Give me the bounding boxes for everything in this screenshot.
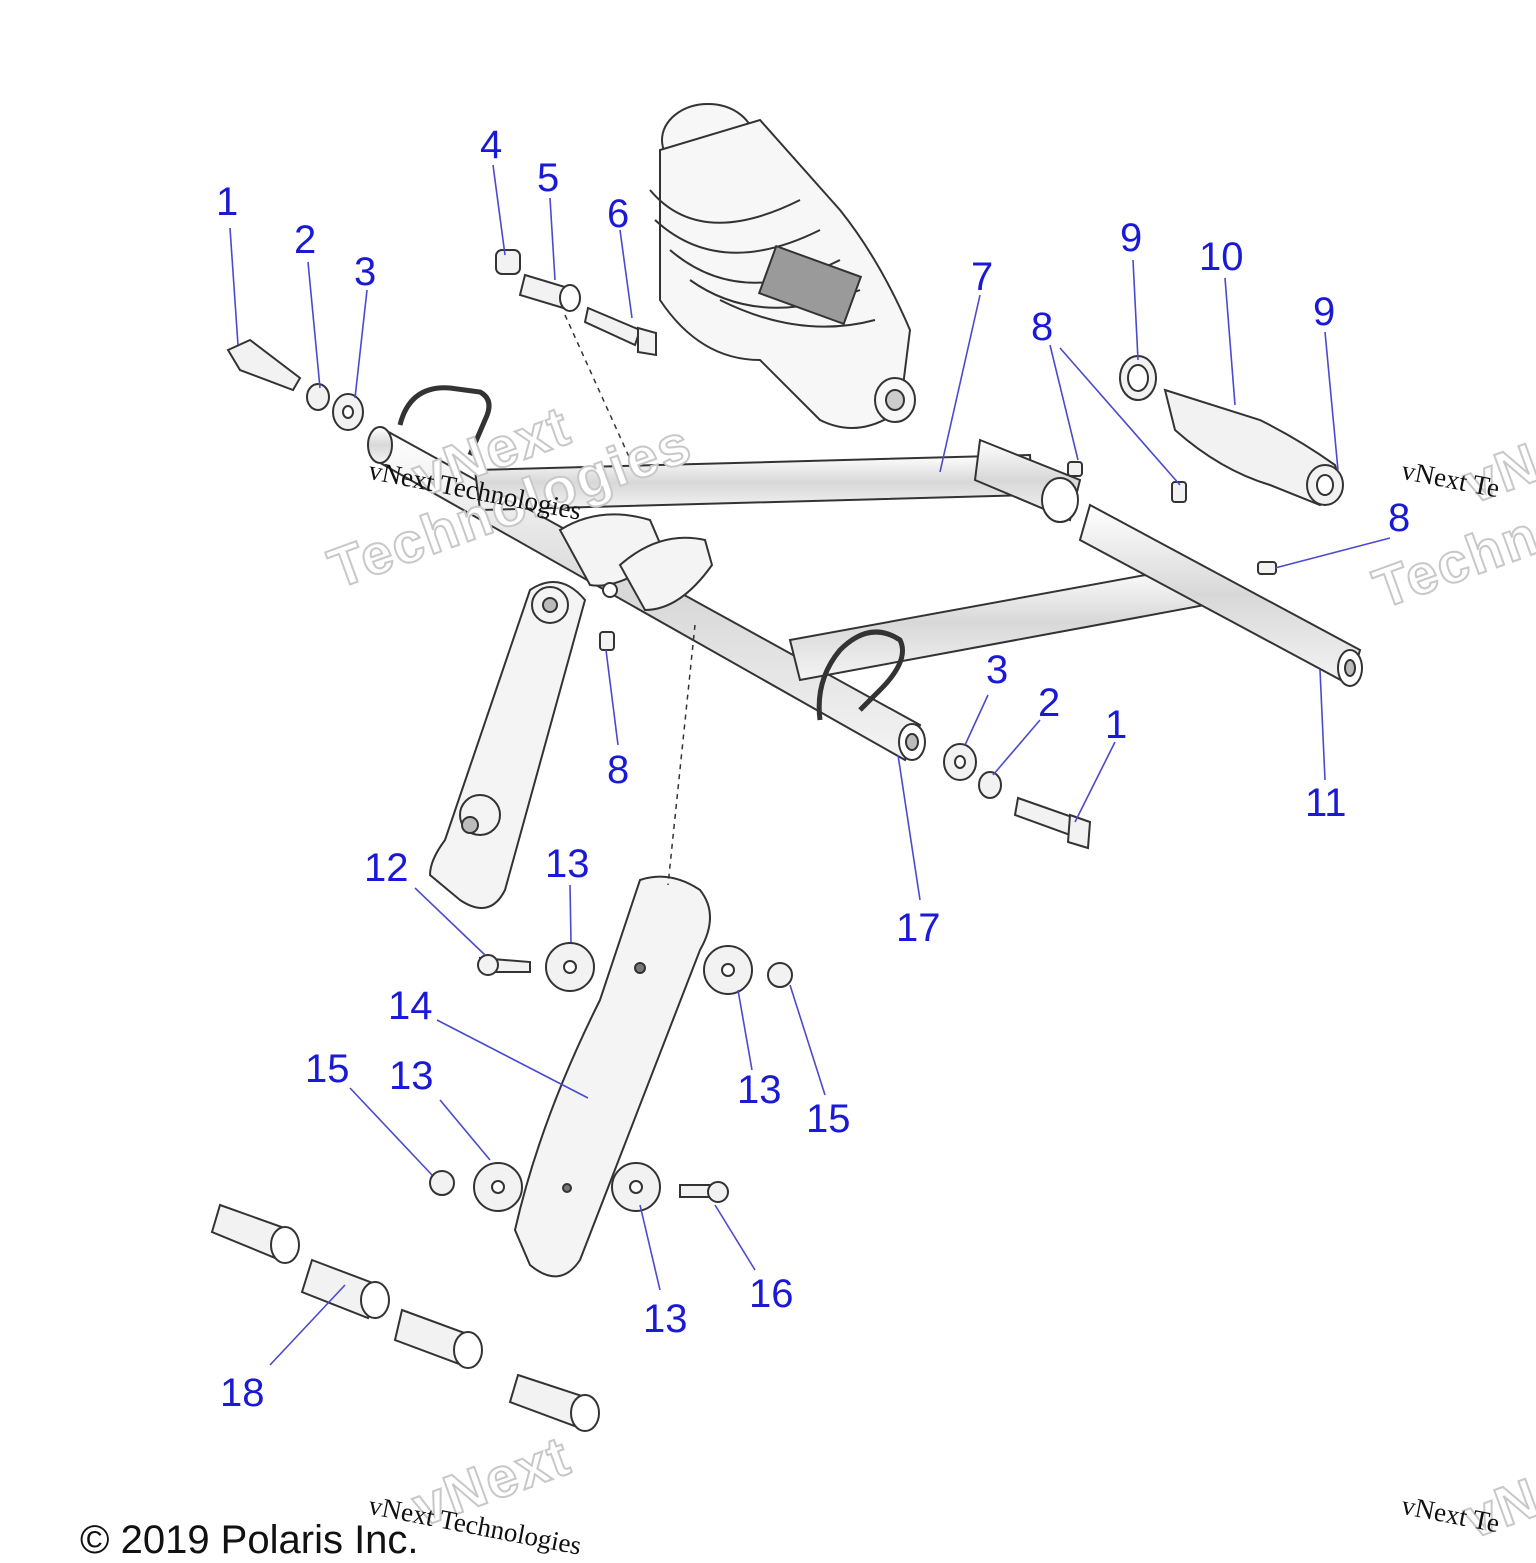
- callout-7: 7: [971, 255, 994, 299]
- callout-10: 10: [1199, 235, 1244, 279]
- callout-4: 4: [480, 123, 503, 167]
- callout-15-right: 15: [806, 1097, 851, 1141]
- callout-1-left: 1: [216, 180, 239, 224]
- callout-9-left: 9: [1120, 216, 1143, 260]
- callout-8-left: 8: [607, 748, 630, 792]
- callout-15-left: 15: [305, 1047, 350, 1091]
- callout-14: 14: [388, 984, 433, 1028]
- callout-13-left: 13: [389, 1054, 434, 1098]
- callout-16: 16: [749, 1272, 794, 1316]
- callout-17: 17: [896, 906, 941, 950]
- callout-9-right: 9: [1313, 290, 1336, 334]
- assembly-lines: [564, 314, 696, 886]
- callout-6: 6: [607, 192, 630, 236]
- lower-link-arm: [513, 875, 711, 1278]
- hardware-parts: [210, 249, 1344, 1432]
- callout-5: 5: [537, 156, 560, 200]
- callout-8-right: 8: [1388, 496, 1411, 540]
- swing-arm-frame: [367, 385, 1363, 762]
- upper-link-arm: [428, 581, 587, 909]
- callout-13-right: 13: [737, 1068, 782, 1112]
- callout-18: 18: [220, 1371, 265, 1415]
- copyright-notice: © 2019 Polaris Inc.: [80, 1518, 419, 1562]
- callout-13-bottom: 13: [643, 1297, 688, 1341]
- callout-2-right: 2: [1038, 681, 1061, 725]
- callout-3-left: 3: [354, 250, 377, 294]
- callout-2-left: 2: [294, 218, 317, 262]
- callout-12: 12: [364, 846, 409, 890]
- callout-11: 11: [1305, 781, 1347, 825]
- callout-1-right: 1: [1105, 703, 1128, 747]
- callout-8-top: 8: [1031, 305, 1054, 349]
- callout-3-right: 3: [986, 648, 1009, 692]
- shock-absorber: [649, 103, 916, 429]
- leader-lines: [229, 164, 1391, 1366]
- callout-13-top: 13: [545, 842, 590, 886]
